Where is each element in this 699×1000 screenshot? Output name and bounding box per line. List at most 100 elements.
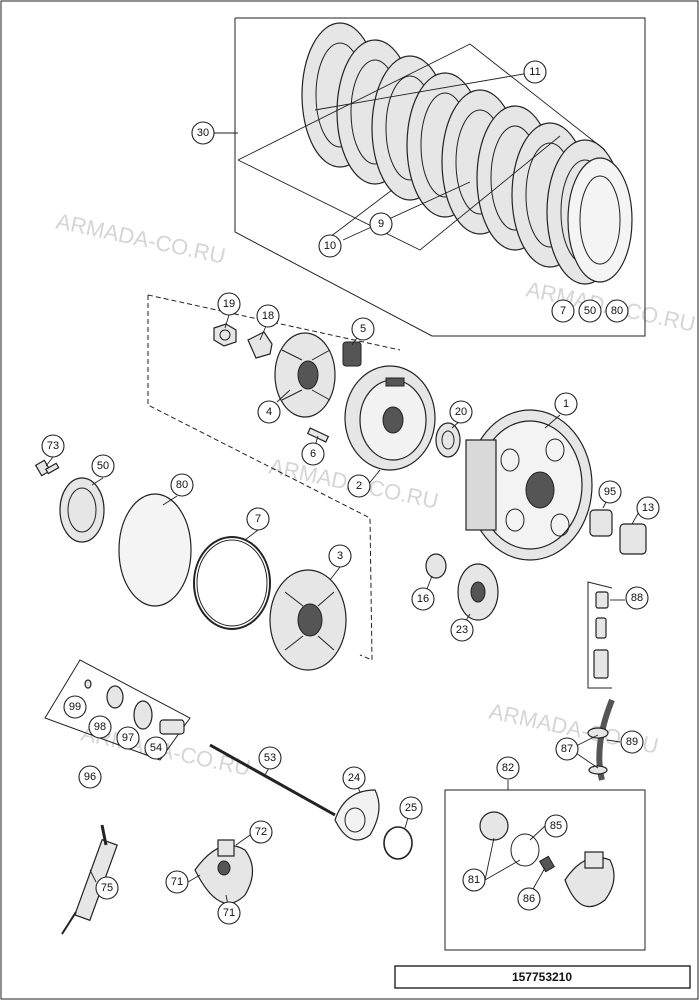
svg-text:10: 10: [324, 240, 336, 252]
callout-54: 54: [144, 736, 168, 760]
svg-text:9: 9: [378, 218, 384, 230]
part-gasket: [334, 789, 380, 841]
callout-89: 89: [620, 730, 644, 754]
callout-88: 88: [625, 586, 649, 610]
callout-82: 82: [496, 756, 520, 780]
part-slave-cylinder: [194, 839, 254, 904]
part-pressure-plate: [269, 569, 347, 671]
svg-text:72: 72: [255, 826, 267, 838]
callout-4: 4: [257, 400, 281, 424]
svg-text:86: 86: [523, 893, 535, 905]
part-axial-bearing: [59, 477, 105, 543]
part-o-ring: [383, 826, 413, 860]
svg-text:7: 7: [560, 305, 566, 317]
svg-text:13: 13: [642, 502, 654, 514]
svg-text:7: 7: [255, 513, 261, 525]
callout-72: 72: [249, 820, 273, 844]
callout-25: 25: [399, 796, 423, 820]
callout-71: 71: [165, 870, 189, 894]
svg-text:88: 88: [631, 592, 643, 604]
part-wire-ring: [193, 536, 271, 630]
callout-6: 6: [301, 442, 325, 466]
svg-text:24: 24: [348, 772, 360, 784]
release-kit-frame: [44, 659, 191, 761]
svg-text:96: 96: [84, 771, 96, 783]
callout-3: 3: [328, 544, 352, 568]
svg-text:25: 25: [405, 802, 417, 814]
svg-text:73: 73: [47, 440, 59, 452]
disc-kit-frame: [234, 17, 646, 337]
svg-text:82: 82: [502, 762, 514, 774]
part-clutch-basket-hub: [344, 365, 436, 471]
svg-text:6: 6: [310, 448, 316, 460]
callout-80: 80: [605, 299, 629, 323]
part-needle-bearing: [589, 509, 613, 537]
part-banjo-connector: [587, 698, 615, 781]
svg-text:50: 50: [97, 460, 109, 472]
svg-text:20: 20: [455, 406, 467, 418]
svg-text:18: 18: [262, 310, 274, 322]
part-bushing: [619, 523, 647, 555]
part-thrust-washer: [435, 422, 461, 458]
part-primary-gear: [457, 563, 499, 621]
svg-text:3: 3: [337, 550, 343, 562]
callout-85: 85: [544, 814, 568, 838]
svg-text:99: 99: [69, 701, 81, 713]
svg-text:2: 2: [356, 480, 362, 492]
svg-text:53: 53: [264, 752, 276, 764]
callout-50: 50: [578, 299, 602, 323]
callout-81: 81: [462, 868, 486, 892]
callout-96: 96: [78, 765, 102, 789]
svg-text:85: 85: [550, 820, 562, 832]
callout-10: 10: [318, 234, 342, 258]
callout-18: 18: [256, 304, 280, 328]
slave-cylinder-kit-frame: [444, 780, 646, 951]
disc-leaders: [237, 43, 606, 251]
callout-11: 11: [523, 60, 547, 84]
part-bolt: [34, 459, 60, 477]
svg-text:4: 4: [266, 406, 272, 418]
svg-text:80: 80: [611, 305, 623, 317]
svg-text:5: 5: [360, 323, 366, 335]
reference-number: 157753210: [512, 970, 572, 984]
callout-75: 75: [95, 876, 119, 900]
callout-73: 73: [41, 434, 65, 458]
svg-text:87: 87: [561, 743, 573, 755]
part-spacer: [425, 553, 447, 579]
svg-text:81: 81: [468, 874, 480, 886]
part-damper: [342, 341, 362, 367]
svg-text:98: 98: [94, 721, 106, 733]
part-lock-washer: [247, 331, 273, 359]
svg-text:89: 89: [626, 736, 638, 748]
svg-text:1: 1: [563, 398, 569, 410]
watermark-1: ARMADA-CO.RU: [54, 208, 228, 268]
part-pin: [306, 427, 330, 443]
svg-text:80: 80: [176, 479, 188, 491]
svg-text:50: 50: [584, 305, 596, 317]
part-inner-hub: [274, 332, 336, 418]
disc-stack: [301, 22, 633, 285]
reference-number-box: 157753210: [394, 965, 691, 989]
svg-text:23: 23: [456, 624, 468, 636]
callout-99: 99: [63, 695, 87, 719]
svg-text:71: 71: [171, 876, 183, 888]
callout-24: 24: [342, 766, 366, 790]
callout-86: 86: [517, 887, 541, 911]
svg-text:95: 95: [604, 486, 616, 498]
callout-2: 2: [347, 474, 371, 498]
callout-5: 5: [351, 317, 375, 341]
part-push-rod: [209, 743, 336, 817]
svg-text:30: 30: [197, 127, 209, 139]
svg-text:97: 97: [122, 732, 134, 744]
svg-text:16: 16: [417, 593, 429, 605]
callout-53: 53: [258, 746, 282, 770]
callout-9: 9: [369, 212, 393, 236]
part-outer-clutch-basket: [465, 409, 593, 561]
callout-87: 87: [555, 737, 579, 761]
callout-30: 30: [191, 121, 215, 145]
bleeder-group-frame: [587, 581, 613, 689]
callout-80-b: 80: [170, 473, 194, 497]
svg-text:75: 75: [101, 882, 113, 894]
